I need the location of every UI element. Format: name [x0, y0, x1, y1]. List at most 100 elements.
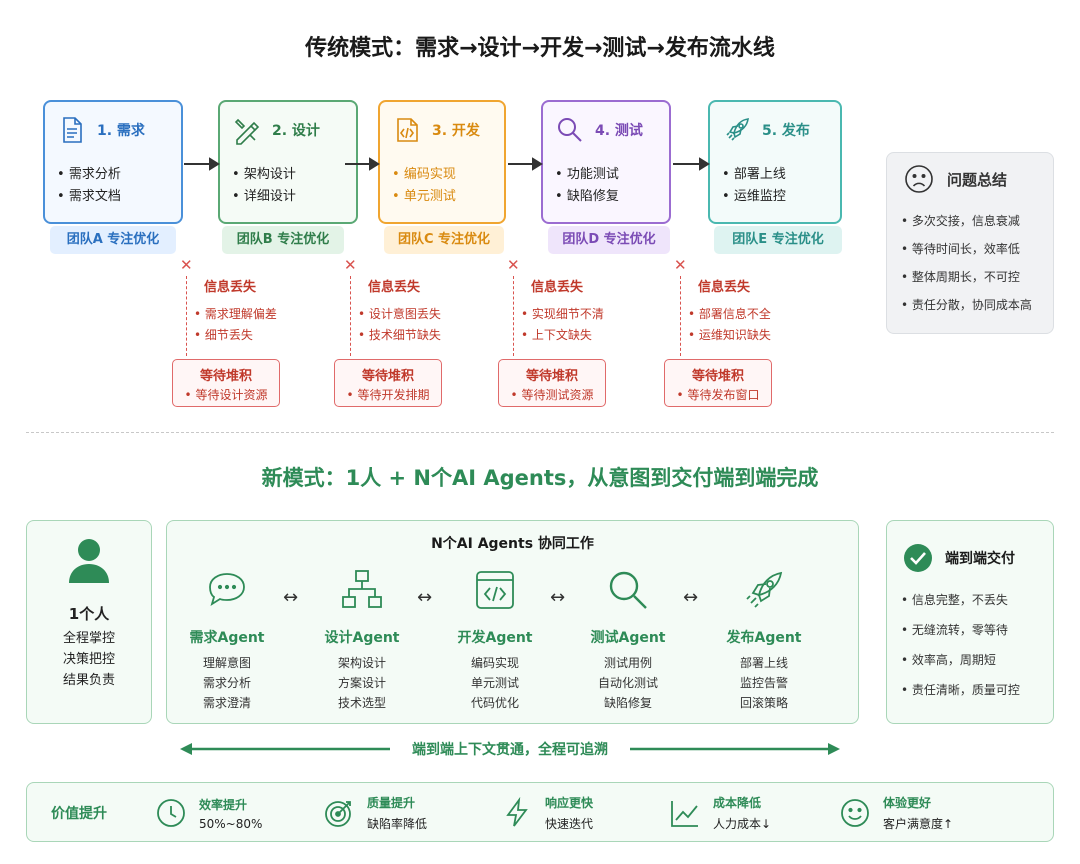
- code-window-icon: [476, 571, 514, 609]
- code-file-icon: [397, 118, 418, 142]
- stage-design: 2. 设计 架构设计详细设计: [218, 100, 358, 224]
- e2e-context-arrow: 端到端上下文贯通，全程可追溯: [180, 738, 840, 760]
- stage-testing: 4. 测试 功能测试缺陷修复: [541, 100, 671, 224]
- stage-item: 功能测试: [555, 164, 657, 186]
- delivery-item: 信息完整，不丢失: [901, 585, 1053, 615]
- value-name: 成本降低: [713, 796, 762, 810]
- person-card: 1个人 全程掌控 决策把控 结果负责: [26, 520, 152, 724]
- section-divider: [26, 432, 1054, 433]
- wait-item: • 等待开发排期: [346, 388, 430, 402]
- cross-icon: ✕: [507, 256, 520, 274]
- cross-icon: ✕: [344, 256, 357, 274]
- agent-line: 缺陷修复: [603, 696, 652, 710]
- sad-face-icon: [905, 165, 933, 193]
- agent-development: 开发Agent 编码实现 单元测试 代码优化: [440, 567, 550, 713]
- wait-item: • 等待发布窗口: [676, 388, 760, 402]
- team-badge: 团队E 专注优化: [714, 226, 842, 254]
- loss-item: 需求理解偏差: [194, 304, 277, 325]
- value-desc: 50%~80%: [199, 816, 263, 831]
- wait-title: 等待堆积: [361, 369, 414, 384]
- chat-bubble-icon: [209, 573, 245, 607]
- stage-label: 1. 需求: [97, 123, 145, 139]
- agent-name: 设计Agent: [324, 630, 400, 646]
- person-line: 结果负责: [62, 673, 115, 688]
- value-speed: 响应更快快速迭代: [501, 793, 593, 833]
- stage-item: 部署上线: [722, 164, 828, 186]
- stage-label: 3. 开发: [432, 123, 480, 139]
- double-arrow-icon: ↔: [283, 587, 299, 608]
- rocket-icon: [746, 571, 783, 608]
- loss-title: 信息丢失: [204, 280, 257, 295]
- agent-line: 方案设计: [337, 676, 386, 690]
- team-badge: 团队B 专注优化: [222, 226, 344, 254]
- delivery-card: 端到端交付 信息完整，不丢失 无缝流转，零等待 效率高，周期短 责任清晰，质量可…: [886, 520, 1054, 724]
- wait-box-3: 等待堆积 • 等待测试资源: [498, 359, 606, 407]
- info-loss-2: ✕ 信息丢失 设计意图丢失技术细节缺失: [344, 256, 494, 356]
- loss-title: 信息丢失: [698, 280, 751, 295]
- agent-name: 测试Agent: [590, 630, 666, 646]
- loss-item: 设计意图丢失: [358, 304, 441, 325]
- delivery-item: 责任清晰，质量可控: [901, 675, 1053, 705]
- team-badge: 团队C 专注优化: [384, 226, 504, 254]
- stage-item: 编码实现: [392, 164, 492, 186]
- double-arrow-icon: ↔: [683, 587, 699, 608]
- magnifier-icon: [609, 571, 647, 609]
- agents-panel: N个AI Agents 协同工作 需求Agent 理解意图 需求分析 需求澄清 …: [166, 520, 859, 724]
- problem-item: 多次交接，信息衰减: [901, 207, 1053, 235]
- person-title: 1个人: [68, 605, 110, 623]
- wait-item-text: 等待测试资源: [521, 388, 594, 402]
- person-icon: [69, 539, 109, 583]
- agent-name: 需求Agent: [189, 630, 265, 646]
- agent-line: 技术选型: [337, 696, 386, 710]
- check-circle-icon: [904, 544, 932, 572]
- agent-line: 理解意图: [202, 656, 251, 670]
- agent-line: 监控告警: [739, 676, 788, 690]
- stage-requirements: 1. 需求 需求分析需求文档: [43, 100, 183, 224]
- agent-name: 发布Agent: [726, 630, 802, 646]
- value-title: 价值提升: [51, 806, 107, 822]
- magnifier-icon: [558, 118, 582, 142]
- e2e-label: 端到端上下文贯通，全程可追溯: [390, 739, 630, 759]
- wait-item-text: 等待开发排期: [357, 388, 430, 402]
- agent-line: 需求分析: [202, 676, 251, 690]
- document-icon: [63, 117, 82, 143]
- agent-line: 代码优化: [470, 696, 519, 710]
- team-badge: 团队D 专注优化: [548, 226, 670, 254]
- problem-title: 问题总结: [947, 170, 1008, 189]
- agent-line: 自动化测试: [597, 676, 658, 690]
- agent-line: 测试用例: [603, 656, 652, 670]
- pipeline-arrows: [184, 157, 710, 171]
- problem-summary: 问题总结 多次交接，信息衰减 等待时间长，效率低 整体周期长，不可控 责任分散，…: [886, 152, 1054, 334]
- value-desc: 缺陷率降低: [367, 817, 428, 831]
- value-desc: 客户满意度↑: [883, 817, 954, 831]
- stage-release: 5. 发布 部署上线运维监控: [708, 100, 842, 224]
- clock-icon: [157, 799, 185, 827]
- delivery-item: 无缝流转，零等待: [901, 615, 1053, 645]
- agent-name: 开发Agent: [457, 630, 533, 646]
- problem-item: 等待时间长，效率低: [901, 235, 1053, 263]
- cross-icon: ✕: [674, 256, 687, 274]
- stage-label: 4. 测试: [595, 123, 643, 139]
- value-experience: 体验更好客户满意度↑: [839, 793, 953, 833]
- double-arrow-icon: ↔: [417, 587, 433, 608]
- loss-item: 上下文缺失: [521, 325, 604, 346]
- agent-requirements: 需求Agent 理解意图 需求分析 需求澄清: [172, 567, 282, 713]
- loss-item: 运维知识缺失: [688, 325, 771, 346]
- stage-item: 需求文档: [57, 186, 169, 208]
- wait-item-text: 等待设计资源: [195, 388, 268, 402]
- stage-item: 架构设计: [232, 164, 344, 186]
- delivery-item: 效率高，周期短: [901, 645, 1053, 675]
- new-mode-title: 新模式：1人 + N个AI Agents，从意图到交付端到端完成: [261, 466, 819, 490]
- value-desc: 人力成本↓: [713, 817, 772, 831]
- loss-item: 技术细节缺失: [358, 325, 441, 346]
- value-name: 质量提升: [367, 796, 416, 810]
- value-name: 体验更好: [883, 796, 932, 810]
- target-icon: [325, 801, 351, 827]
- wait-item-text: 等待发布窗口: [687, 388, 760, 402]
- agent-design: 设计Agent 架构设计 方案设计 技术选型: [307, 567, 417, 713]
- info-loss-3: ✕ 信息丢失 实现细节不清上下文缺失: [507, 256, 657, 356]
- lightning-icon: [506, 797, 528, 827]
- agent-testing: 测试Agent 测试用例 自动化测试 缺陷修复: [573, 567, 683, 713]
- loss-item: 部署信息不全: [688, 304, 771, 325]
